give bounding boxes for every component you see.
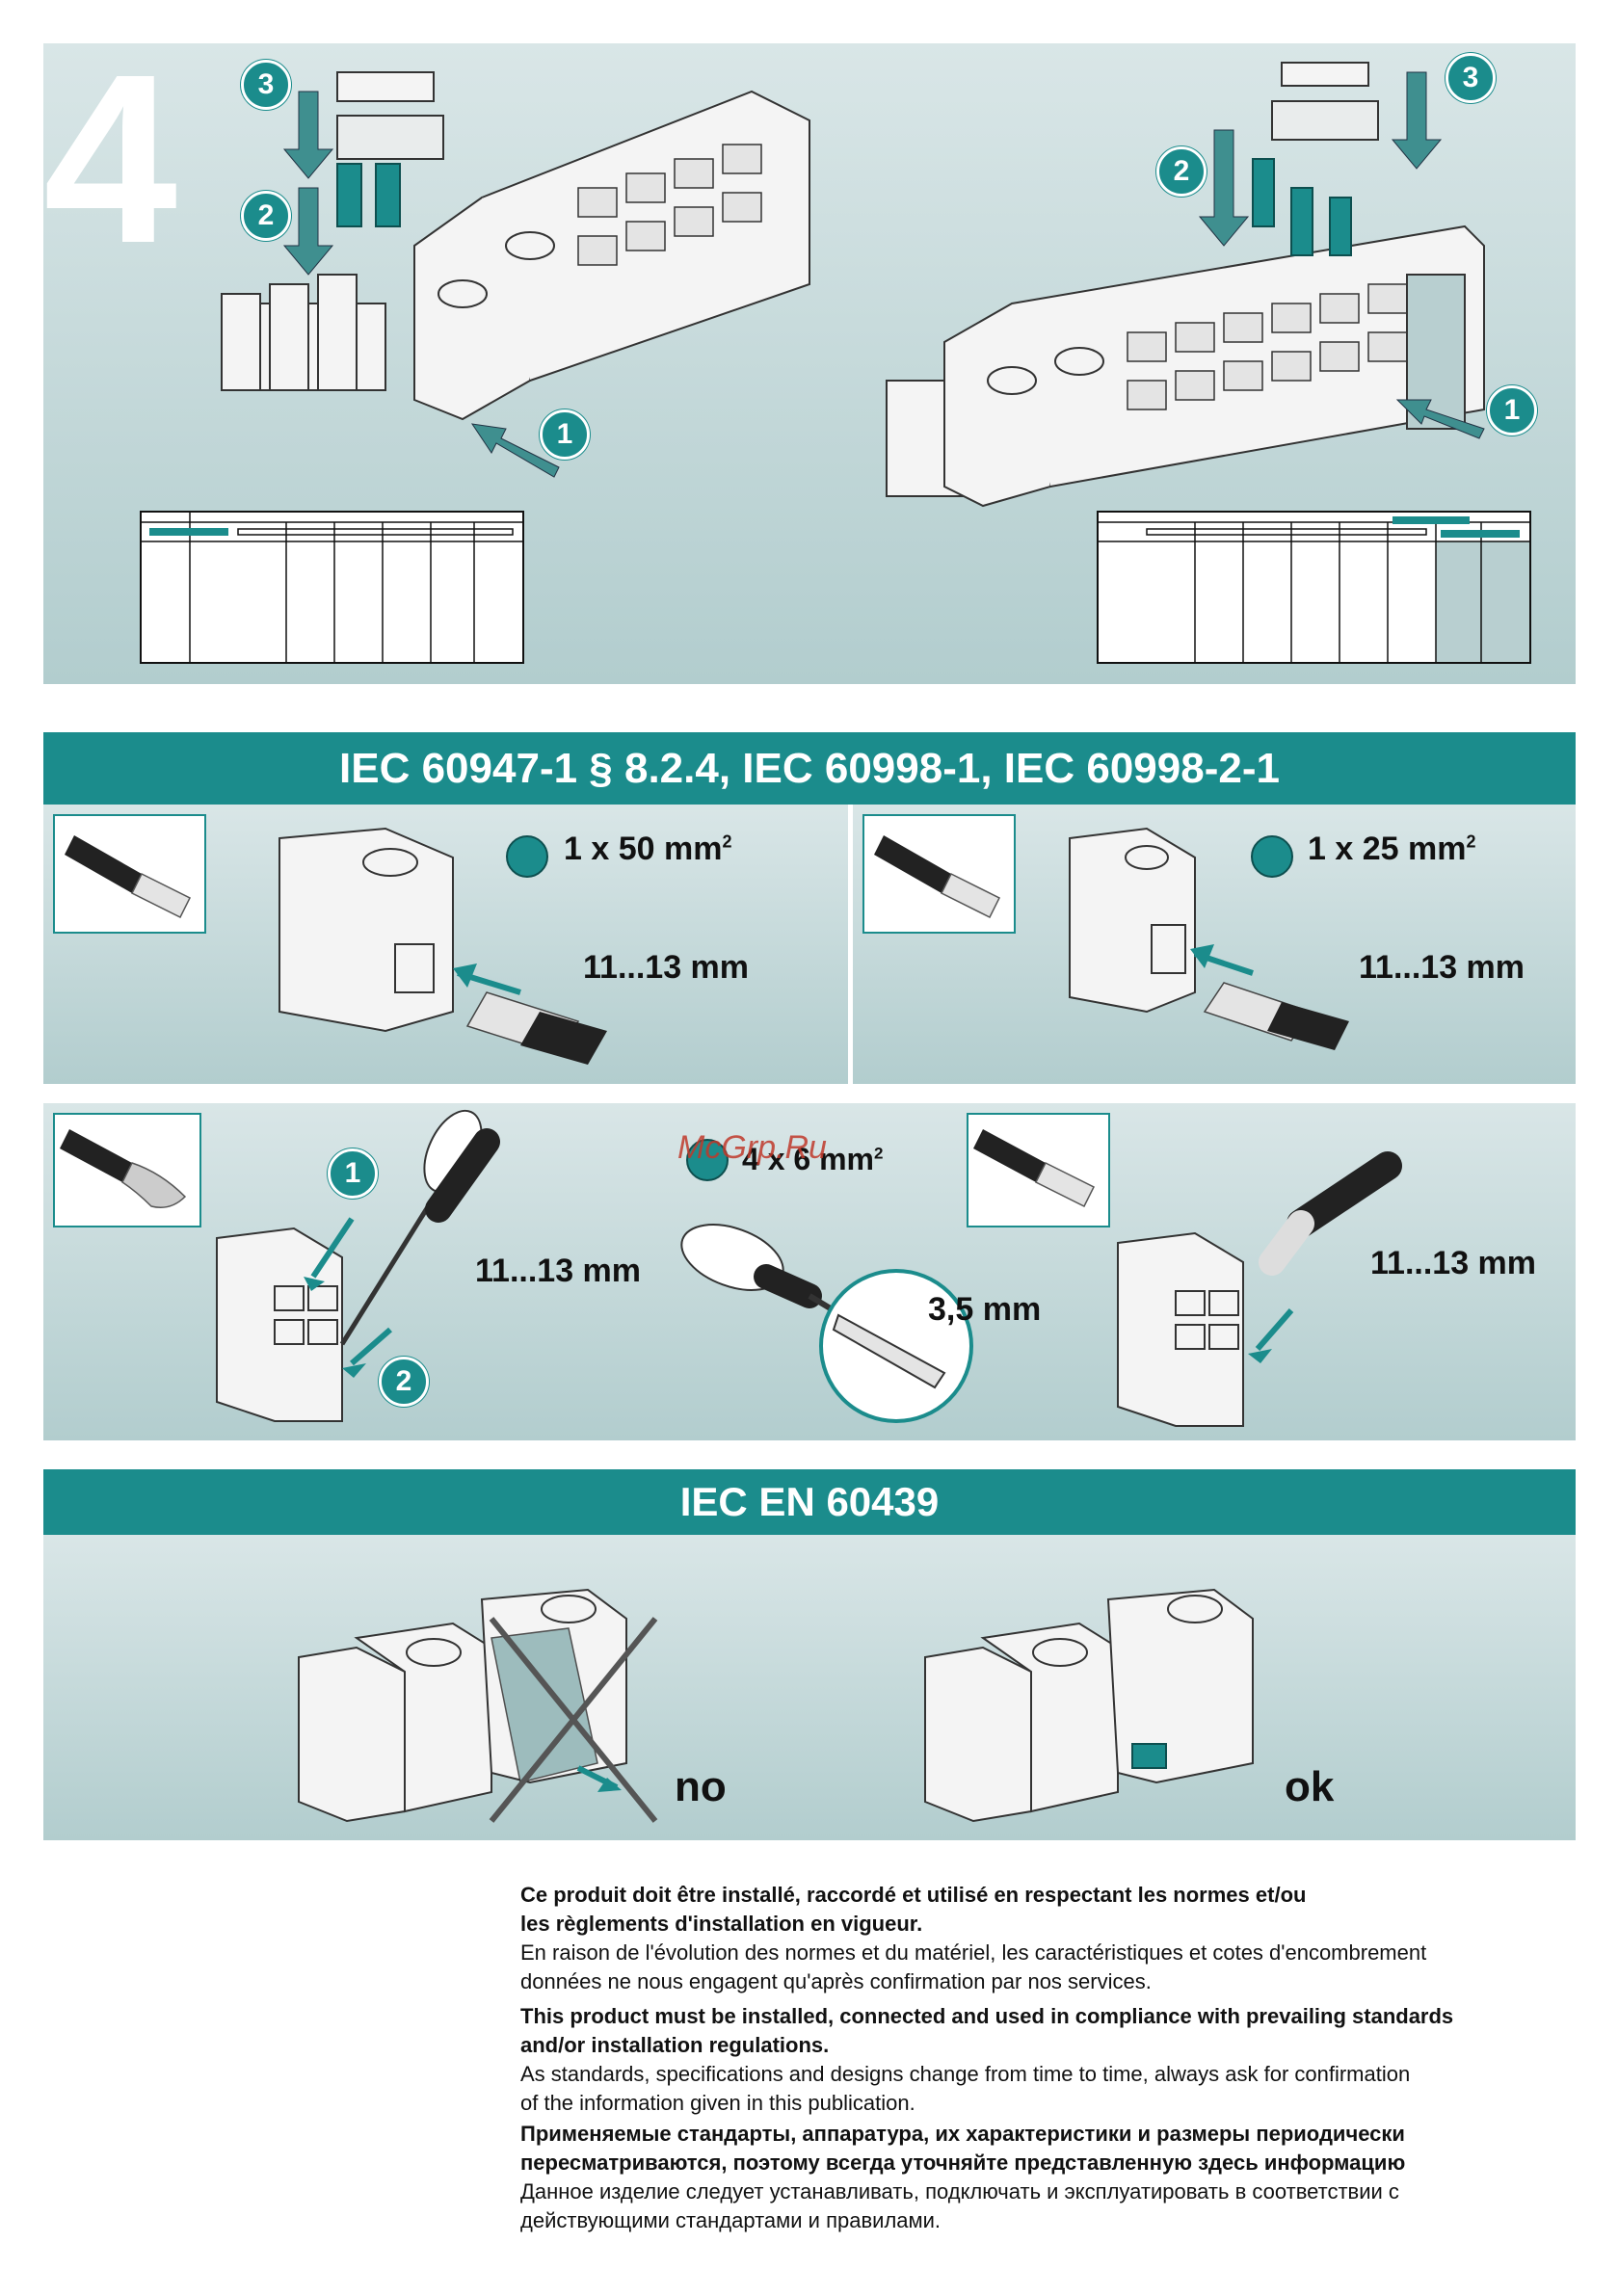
footer-fr-2: données ne nous engagent qu'après confir… (520, 1969, 1152, 1993)
footer-fr-1: En raison de l'évolution des normes et d… (520, 1940, 1427, 1965)
screwdriver-tip-illustration (680, 1224, 973, 1423)
solid-wire-box-left (53, 814, 206, 934)
strip-length-left: 11...13 mm (583, 949, 750, 986)
section-50mm-text: 1 x 50 mm (564, 831, 723, 867)
step-badge-1-s3: 1 (328, 1148, 378, 1199)
section-4-panel (43, 1535, 1576, 1840)
footer-ru-bold-1: Применяемые стандарты, аппаратура, их ха… (520, 2122, 1405, 2146)
step-badge-2-s3: 2 (379, 1357, 429, 1407)
footer-fr-bold-1: Ce produit doit être installé, raccordé … (520, 1883, 1307, 1907)
step-number: 4 (43, 24, 178, 293)
section-6mm-text: 4 x 6 mm (742, 1142, 874, 1176)
footer-en-bold-1: This product must be installed, connecte… (520, 2004, 1454, 2028)
section-dot-25 (1251, 835, 1293, 878)
screwdriver-size-label: 3,5 mm (928, 1291, 1042, 1328)
section-25mm-text: 1 x 25 mm (1308, 831, 1467, 867)
terminal-25mm-illustration (1069, 827, 1349, 1050)
section-50mm-label: 1 x 50 mm2 (564, 831, 731, 868)
section-6mm-label: 4 x 6 mm2 (742, 1142, 883, 1177)
section-4-title: IEC EN 60439 (43, 1469, 1576, 1535)
footer-fr-bold-2: les règlements d'installation en vigueur… (520, 1912, 923, 1936)
screwdriver-insert-illustration (216, 1109, 500, 1422)
right-terminal-assembly-illustration (886, 62, 1485, 508)
footer-ru-bold-2: пересматриваются, поэтому всегда уточняй… (520, 2151, 1406, 2175)
section-50mm-sup: 2 (722, 831, 732, 852)
ok-label: ok (1285, 1763, 1335, 1810)
solid-wire-box-right (862, 814, 1016, 934)
watermark: McGrp.Ru (677, 1129, 827, 1166)
ferrule-wire-box (967, 1113, 1110, 1227)
step-badge-2-left: 2 (241, 191, 291, 241)
step-badge-3-left: 3 (241, 60, 291, 110)
no-label: no (675, 1763, 727, 1810)
footer-ru-2: действующими стандартами и правилами. (520, 2208, 942, 2232)
footer-en-bold-2: and/or installation regulations. (520, 2033, 830, 2057)
strip-length-right: 11...13 mm (1359, 949, 1525, 986)
correct-assembly-illustration (924, 1588, 1254, 1823)
section-2-title: IEC 60947-1 § 8.2.4, IEC 60998-1, IEC 60… (43, 732, 1576, 805)
section-25mm-label: 1 x 25 mm2 (1308, 831, 1475, 868)
stranded-wire-box (53, 1113, 201, 1227)
marker-grid-right (1097, 511, 1531, 664)
section-6mm-sup: 2 (873, 1144, 884, 1163)
step-badge-1-left: 1 (540, 409, 590, 460)
step-badge-2-right: 2 (1156, 146, 1207, 197)
incorrect-assembly-illustration (298, 1588, 658, 1823)
step-badge-1-right: 1 (1487, 385, 1537, 435)
footer-ru-1: Данное изделие следует устанавливать, по… (520, 2179, 1399, 2204)
step-badge-3-right: 3 (1446, 53, 1496, 103)
ferrule-insert-illustration (1117, 1151, 1402, 1427)
left-terminal-assembly-illustration (221, 71, 810, 478)
footer-en-2: of the information given in this publica… (520, 2091, 915, 2115)
strip-length-s3-a: 11...13 mm (475, 1253, 642, 1289)
section-dot-50 (506, 835, 548, 878)
section-25mm-sup: 2 (1466, 831, 1476, 852)
section-dot-6 (686, 1139, 729, 1181)
strip-length-s3-b: 11...13 mm (1370, 1245, 1537, 1281)
marker-grid-left (140, 511, 524, 664)
footer-en-1: As standards, specifications and designs… (520, 2062, 1411, 2086)
terminal-50mm-illustration (279, 827, 607, 1065)
footer-notice: Ce produit doit être installé, raccordé … (520, 1881, 1580, 2235)
